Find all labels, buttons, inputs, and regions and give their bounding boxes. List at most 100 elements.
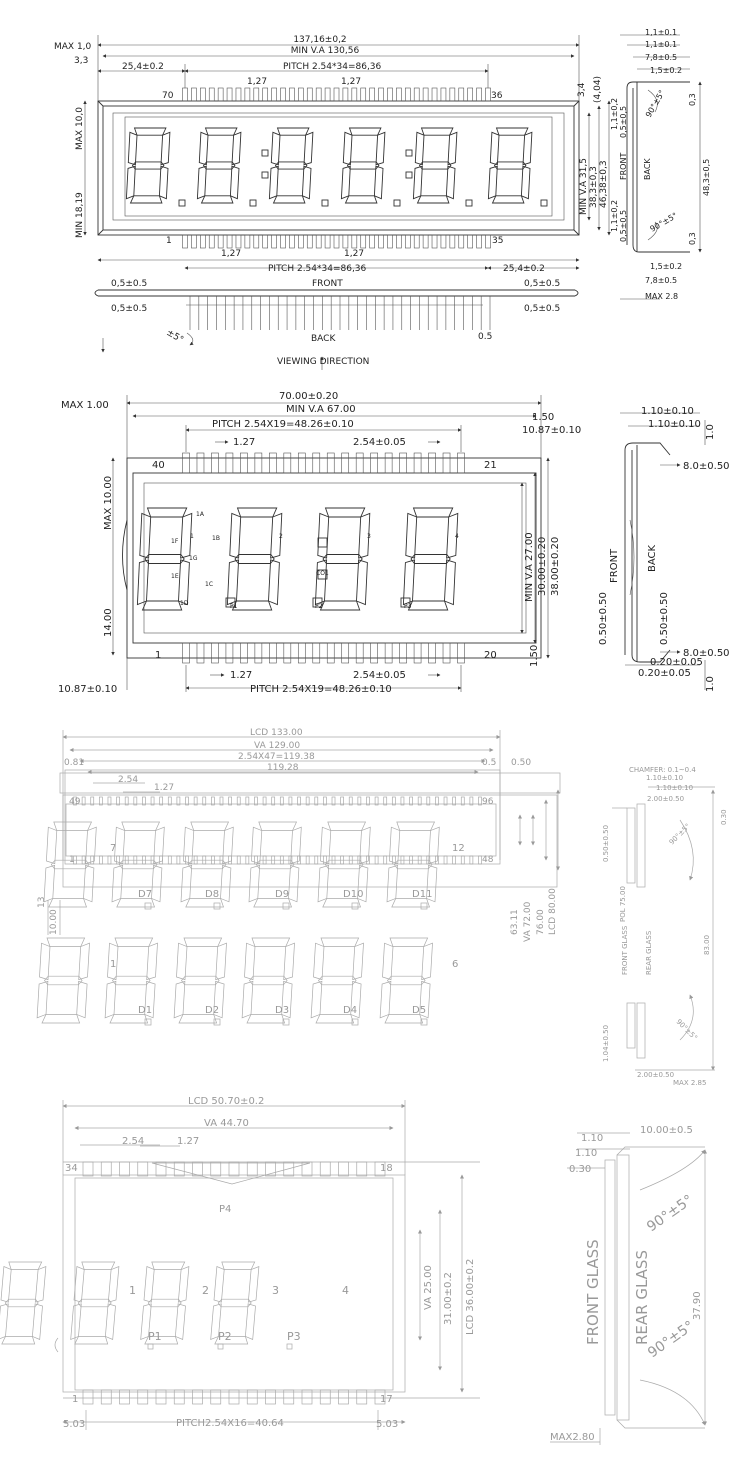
d4-pin [155,1389,167,1405]
d4-pin-row-bottom [82,1389,386,1405]
d4-pin [356,1389,368,1405]
d1-right-top: 3,4 [577,82,587,97]
drawing-1-six-digit-lcd: MAX 1,0 3,3 137,16±0,2 MIN V.A 130,56 25… [54,28,711,370]
segment [317,864,330,903]
d1-pin [431,234,438,249]
d2-s1: 1.10±0.10 [641,406,694,417]
d4-pin [119,1161,130,1177]
d4-s5: 90°±5° [644,1192,696,1235]
d4-s4: 10.00±0.5 [640,1125,693,1136]
d4-digit-label: 2 [202,1284,209,1297]
d3-decimal-point [144,1018,152,1026]
d1-pin [235,234,242,249]
d2-seg-1f: 1F [171,538,179,545]
d1-max-v: MAX 10,0 [75,107,85,150]
segment [36,980,49,1019]
d2-pin [254,642,263,664]
segment [290,826,302,865]
d1-pin [351,87,358,102]
segment [348,127,382,136]
d2-s12: 1.0 [705,676,716,692]
segment [46,826,58,865]
d3-pin [391,855,396,865]
d4-pin [283,1389,295,1405]
d2-s8: 0.50±0.50 [659,592,670,645]
d4-pin [173,1389,185,1405]
segment [320,826,332,865]
d1-pin [396,234,402,249]
d3-l10: 10.00 [49,909,59,935]
drawing-2-four-digit-lcd: MAX 1.00 70.00±0.20 MIN V.A 67.00 PITCH … [58,391,730,695]
segment [181,975,220,986]
d2-col: COL [316,570,329,577]
d1-s2: 1,1±0.1 [645,40,677,49]
d3-decimal-point [213,902,221,910]
segment [213,1265,225,1303]
d2-side-labels: 1.10±0.10 1.10±0.10 1.0 8.0±0.50 FRONT B… [598,406,730,692]
d3-digit-label: 6 [452,959,458,970]
d1-digit [268,127,314,204]
d1-pin [333,87,340,102]
segment [268,559,280,606]
d3-pin [133,796,138,806]
d1-pin [387,234,393,249]
d4-pin [228,1161,240,1177]
d2-s3: 1.0 [705,424,716,440]
d2-digit-2: 2 [279,533,283,540]
d2-pin-1: 1 [155,650,161,661]
d1-pin [476,234,482,249]
d4-pin [246,1161,258,1177]
d3-pin [297,796,301,806]
segment [73,1265,85,1303]
d3-pin [297,855,301,865]
d3-pin [176,796,181,806]
d1-pin [458,234,465,249]
d3-pin [142,796,146,806]
d2-digit-group [136,507,459,611]
segment [319,600,361,611]
d1-decimal-point [465,199,473,207]
d1-s8: 0,5±0,5 [619,106,628,138]
d2-pin-row-top [182,452,465,474]
d3-dp-label: D3 [275,1005,289,1016]
d2-pin [341,642,350,664]
segment [495,127,529,136]
d2-pin [269,452,277,474]
segment [412,165,423,200]
d1-digit [412,127,458,204]
d2-seg-1g: 1G [189,555,198,562]
d2-s2: 1.10±0.10 [648,419,701,430]
d4-pin-row-top [82,1161,386,1177]
d3-digit [248,821,302,908]
d1-outline [97,100,580,236]
d3-pin [469,796,474,806]
segment [274,161,308,170]
d3-s14: MAX 2.85 [673,1079,706,1087]
d3-digit [180,821,234,908]
d2-indicator [317,537,328,548]
segment [0,1303,9,1339]
d1-va-h: MIN V.A 31,5 [579,158,589,215]
segment [141,600,183,611]
d3-pin [366,796,370,806]
d3-pin [271,796,276,806]
d1-pitch-bot: PITCH 2.54*34=86,36 [268,264,367,274]
d1-side-view [620,34,702,300]
d3-pin [185,796,189,806]
segment [416,195,450,204]
d1-pin-70: 70 [162,91,174,101]
segment [105,1303,116,1341]
d2-p2: P2 [315,603,323,610]
d3-pin [124,796,129,806]
d3-r05a: 0.5 [482,758,496,768]
d1-max-left: MAX 1,0 [54,42,92,52]
d1-colon-dot [405,171,413,179]
d2-pin [312,642,321,664]
segment [317,512,330,559]
d1-pin [369,87,375,102]
d1-pin [208,87,215,102]
segment [520,165,531,200]
d2-digit [314,507,371,611]
d1-pin [200,234,206,249]
d2-pin [312,452,321,474]
